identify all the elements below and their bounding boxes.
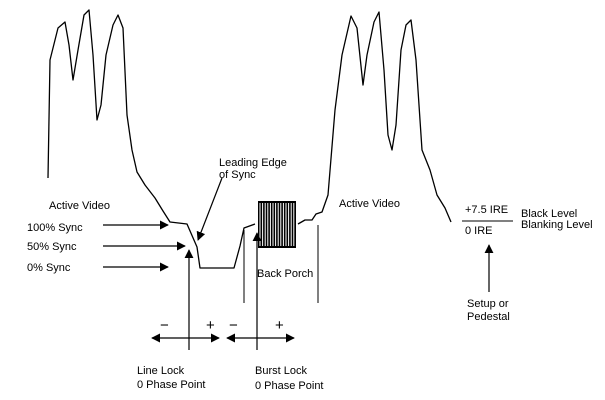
line-lock-plus-sign: +: [206, 317, 215, 334]
back-porch-label: Back Porch: [257, 268, 313, 280]
burst-lock-label: Burst Lock: [255, 365, 307, 377]
active-video-left-label: Active Video: [49, 200, 110, 212]
color-burst-pattern: [259, 203, 295, 246]
leading-edge-arrow: [196, 177, 223, 241]
sync-50-label: 50% Sync: [27, 241, 77, 253]
of-sync-label: of Sync: [219, 169, 256, 181]
burst-lock-minus-sign: −: [229, 317, 238, 334]
blanking-level-label: Blanking Level: [521, 219, 593, 231]
setup-label: Setup or: [467, 298, 509, 310]
leading-edge-label: Leading Edge: [219, 157, 287, 169]
left-active-video-waveform: [47, 9, 256, 269]
ire-0-label: 0 IRE: [465, 225, 493, 237]
line-lock-label: Line Lock: [137, 365, 185, 377]
line-lock-minus-sign: −: [160, 317, 169, 334]
color-burst: [258, 201, 296, 248]
burst-lock-plus-sign: +: [275, 317, 284, 334]
ire-75-label: +7.5 IRE: [465, 204, 508, 216]
line-lock-phase-label: 0 Phase Point: [137, 379, 206, 391]
burst-lock-phase-label: 0 Phase Point: [255, 380, 324, 392]
black-level-label: Black Level: [521, 208, 577, 220]
right-active-video-waveform: [297, 11, 452, 225]
sync-0-label: 0% Sync: [27, 262, 71, 274]
sync-100-label: 100% Sync: [27, 222, 83, 234]
active-video-right-label: Active Video: [339, 198, 400, 210]
pedestal-label: Pedestal: [467, 311, 510, 323]
